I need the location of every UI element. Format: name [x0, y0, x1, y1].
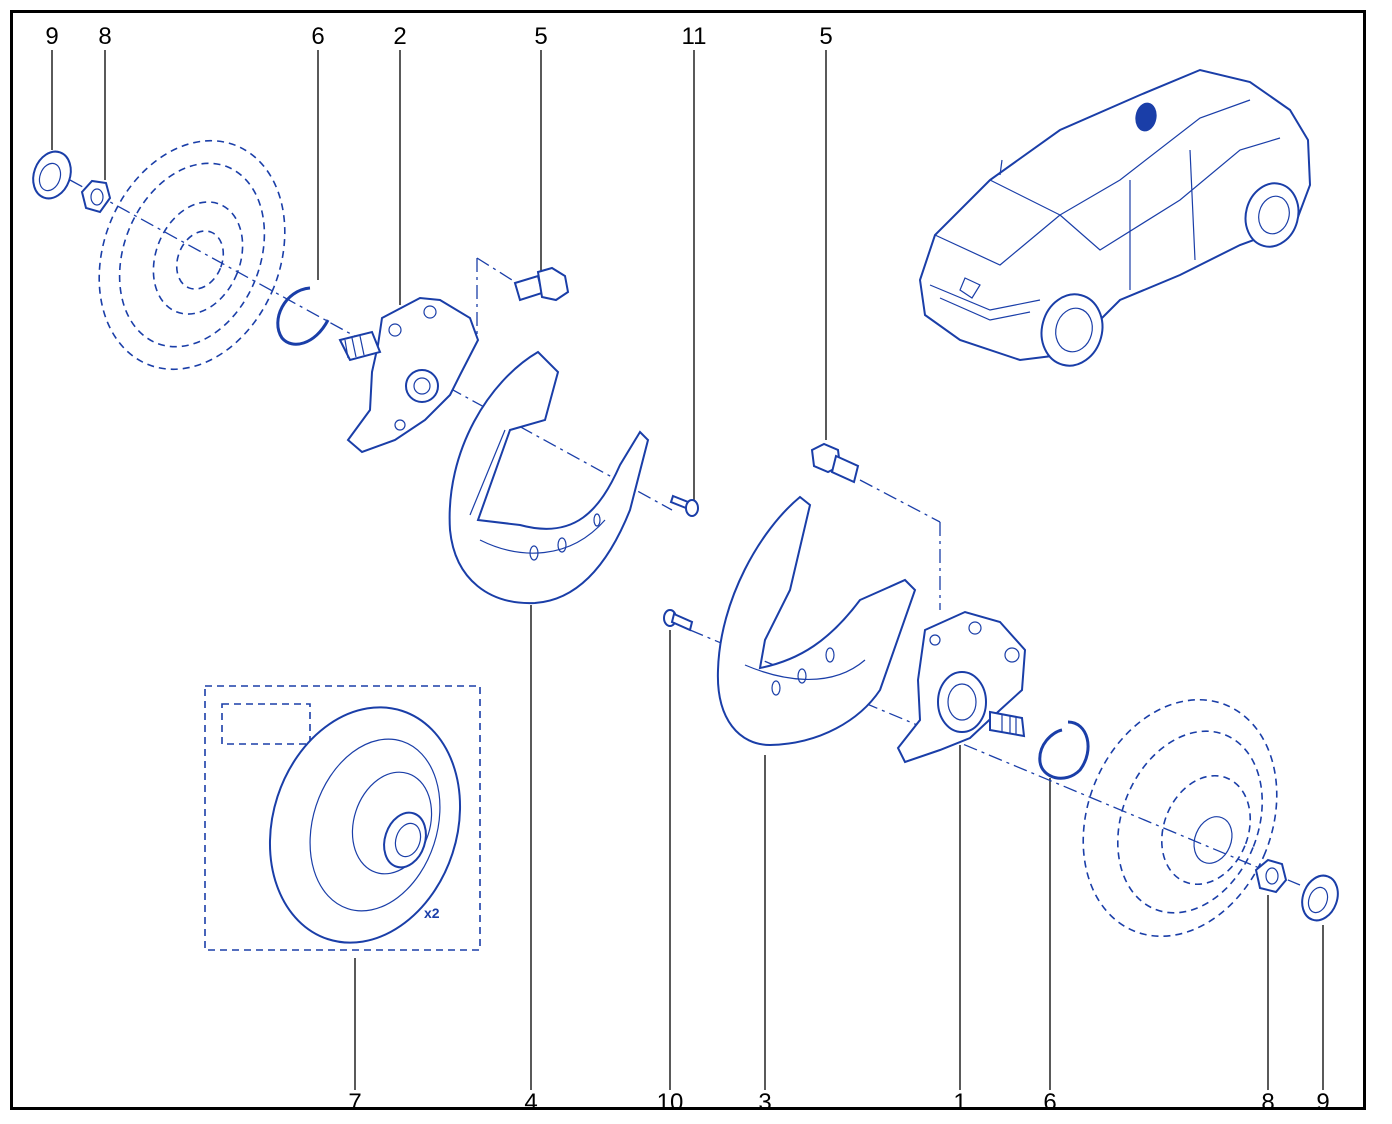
left-bolt-icon	[513, 266, 570, 302]
left-dust-shield-icon	[448, 350, 650, 605]
left-hub-cap-icon	[32, 150, 72, 200]
brake-disc-kit: x2	[204, 685, 481, 951]
screw-10-icon	[663, 609, 694, 632]
callout-9-top: 9	[45, 23, 58, 50]
callout-8-top: 8	[98, 23, 111, 50]
callout-4-bottom: 4	[524, 1089, 537, 1116]
left-brake-disc-icon	[98, 139, 286, 371]
right-circlip-icon	[1038, 720, 1090, 780]
callout-6-bottom: 6	[1043, 1089, 1056, 1116]
callout-6-top: 6	[311, 23, 324, 50]
callout-5-top-right: 5	[819, 23, 832, 50]
callout-10-bottom: 10	[657, 1089, 684, 1116]
right-hub-carrier-icon	[896, 610, 1027, 764]
right-hub-cap-icon	[1301, 874, 1339, 922]
car-illustration	[918, 68, 1312, 367]
right-hub-nut-icon	[1254, 858, 1288, 894]
callout-11-top: 11	[682, 23, 707, 50]
kit-quantity-label: x2	[424, 905, 440, 921]
callout-labels-top: 9 8 6 2 5 11 5	[45, 23, 832, 50]
callout-labels-bottom: 7 4 10 3 1 6 8 9	[348, 1089, 1329, 1116]
callout-9-bottom: 9	[1316, 1089, 1329, 1116]
left-hub-nut-icon	[80, 179, 112, 214]
callout-3-bottom: 3	[758, 1089, 771, 1116]
right-dust-shield-icon	[716, 495, 917, 747]
screw-11-icon	[669, 494, 699, 517]
right-brake-disc-icon	[1082, 698, 1278, 938]
callout-5-top-left: 5	[534, 23, 547, 50]
left-circlip-icon	[276, 286, 330, 346]
callout-7-bottom: 7	[348, 1089, 361, 1116]
callout-1-bottom: 1	[953, 1089, 966, 1116]
left-hub-carrier-icon	[338, 296, 480, 454]
leader-lines	[51, 50, 1324, 1090]
right-bolt-icon	[810, 442, 860, 484]
callout-8-bottom: 8	[1261, 1089, 1274, 1116]
callout-2-top: 2	[393, 23, 406, 50]
